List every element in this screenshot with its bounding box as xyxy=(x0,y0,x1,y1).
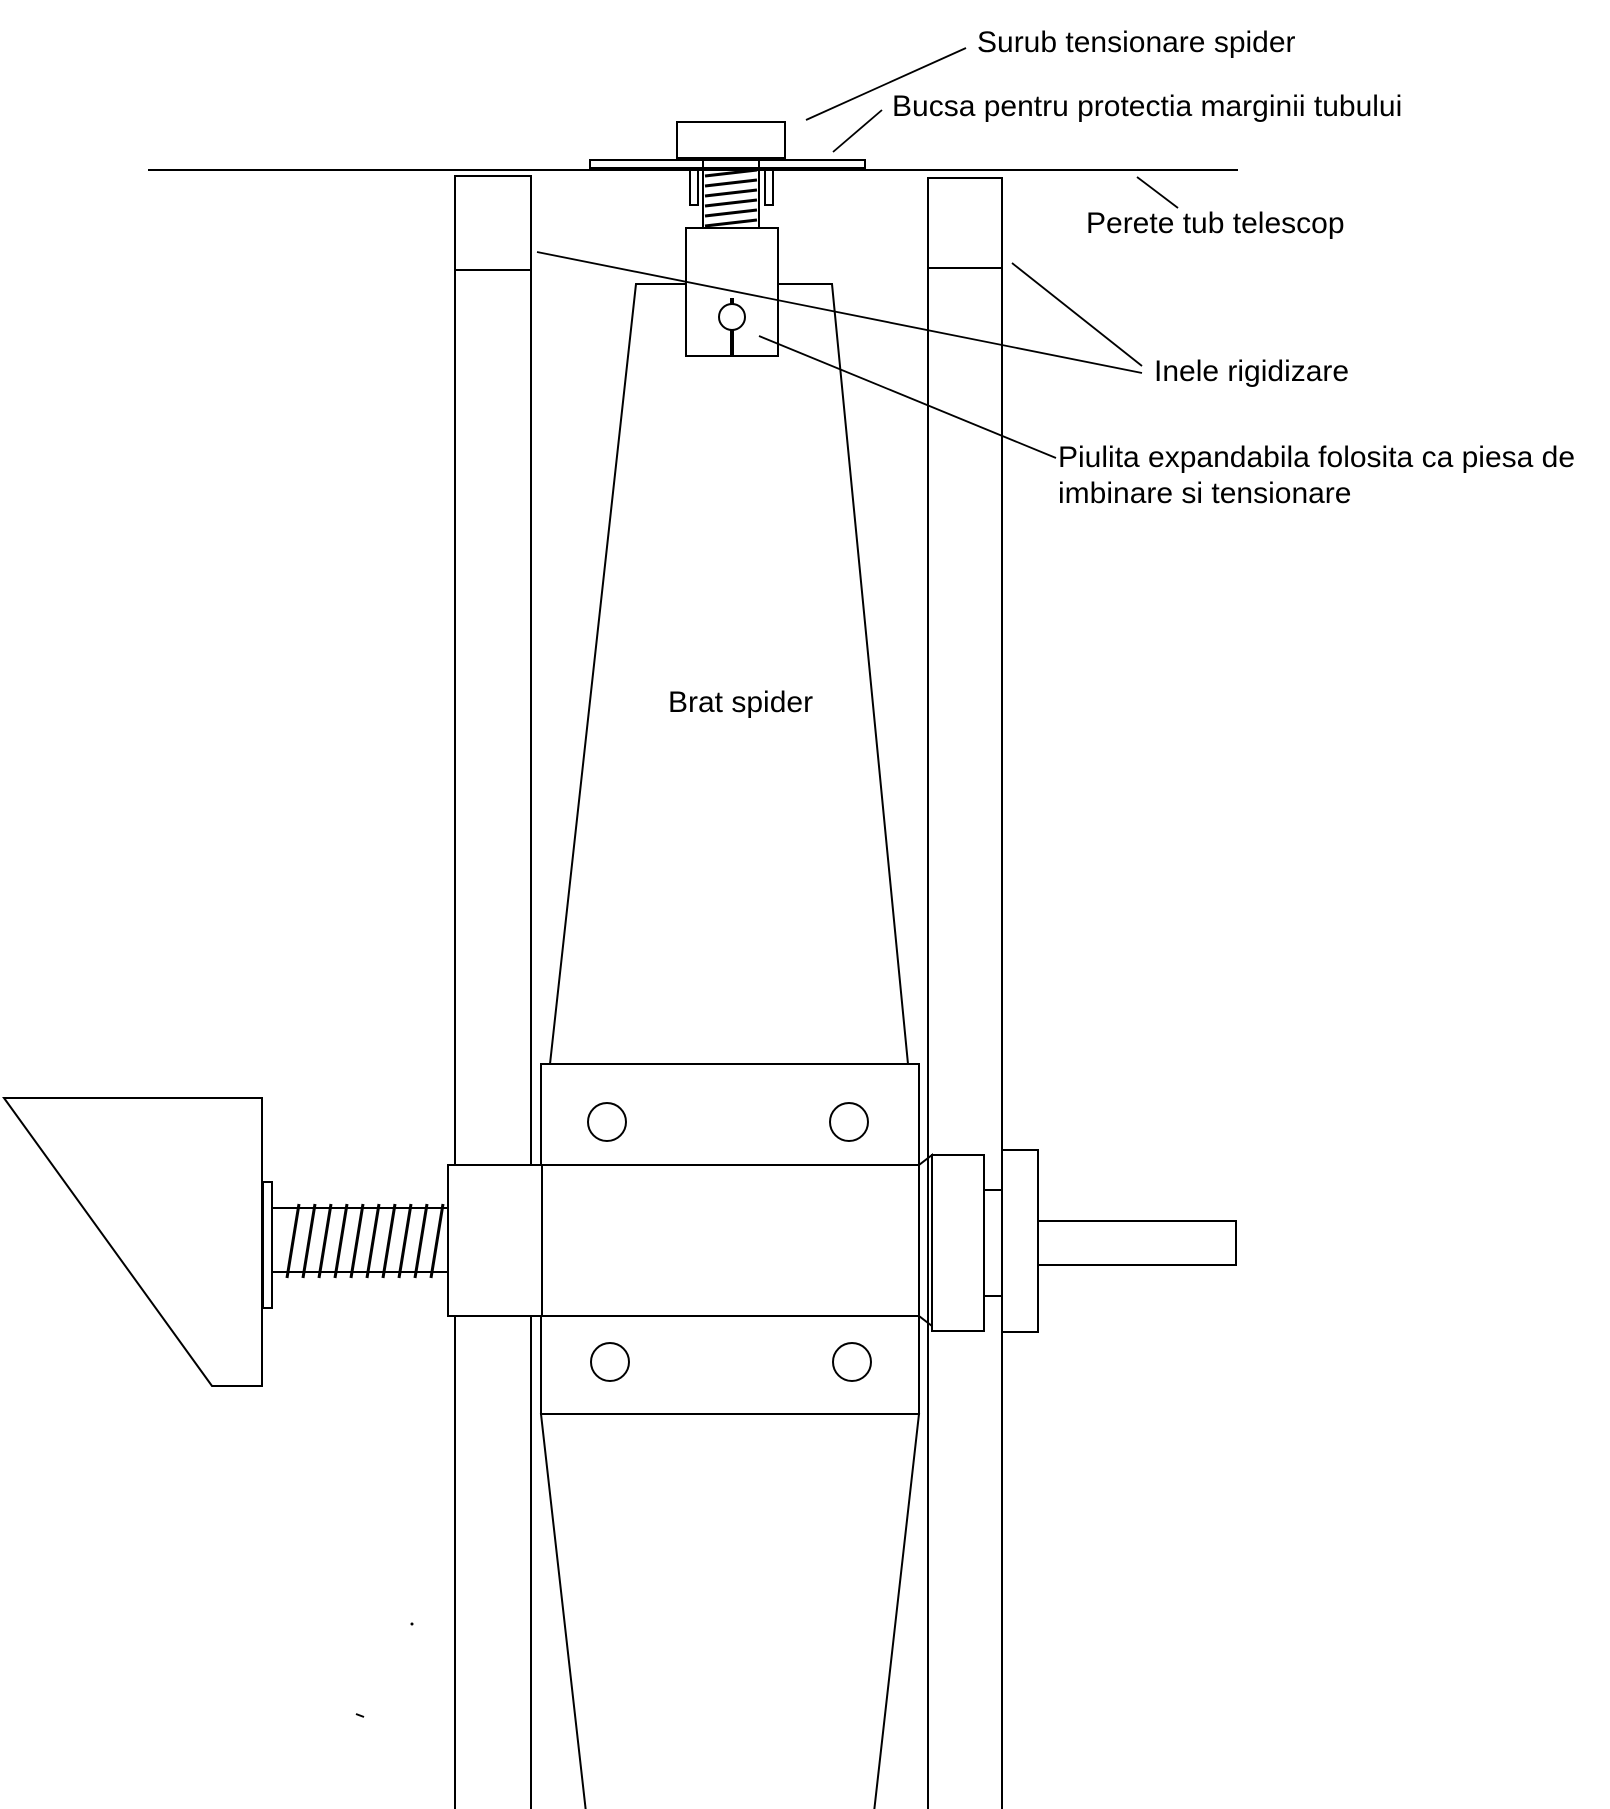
stray-mark xyxy=(355,1713,365,1718)
right-shaft-assembly xyxy=(918,1149,1237,1333)
label-spider-arm: Brat spider xyxy=(668,686,813,719)
label-stiffening-rings: Inele rigidizare xyxy=(1154,355,1349,388)
leader-spider-tension-screw xyxy=(805,47,967,121)
clamp-bolt-top-right xyxy=(829,1102,869,1142)
spider-arm-lower xyxy=(539,1413,921,1809)
leader-edge-protection-bushing xyxy=(832,109,883,153)
stiffening-ring-left xyxy=(454,175,532,1809)
label-tube-wall: Perete tub telescop xyxy=(1086,207,1345,240)
left-spring-screw xyxy=(262,1181,448,1309)
leader-stiffening-ring-right xyxy=(1011,262,1143,367)
stray-mark xyxy=(410,1622,414,1626)
label-edge-protection-bushing: Bucsa pentru protectia marginii tubului xyxy=(892,90,1402,123)
edge-protection-bushing xyxy=(589,159,866,206)
leader-tube-wall xyxy=(1136,176,1179,209)
label-expanding-nut-line2: imbinare si tensionare xyxy=(1058,477,1351,510)
clamp-bolt-bottom-right xyxy=(832,1342,872,1382)
leader-stiffening-ring-left xyxy=(536,251,1143,374)
spider-tension-screw xyxy=(676,121,786,228)
leader-expanding-nut xyxy=(758,335,1057,459)
stiffening-ring-right xyxy=(927,177,1003,1809)
label-spider-tension-screw: Surub tensionare spider xyxy=(977,26,1296,59)
clamp-block xyxy=(540,1063,920,1415)
clamp-bolt-top-left xyxy=(587,1102,627,1142)
label-expanding-nut-line1: Piulita expandabila folosita ca piesa de xyxy=(1058,441,1575,474)
expanding-nut xyxy=(685,227,779,357)
spring-coils xyxy=(285,1203,445,1279)
screw-thread xyxy=(704,168,758,228)
clamp-bolt-bottom-left xyxy=(590,1342,630,1382)
secondary-mirror-holder xyxy=(2,1097,263,1387)
spider-arm-upper xyxy=(548,283,910,1065)
left-mount-block xyxy=(447,1164,543,1317)
